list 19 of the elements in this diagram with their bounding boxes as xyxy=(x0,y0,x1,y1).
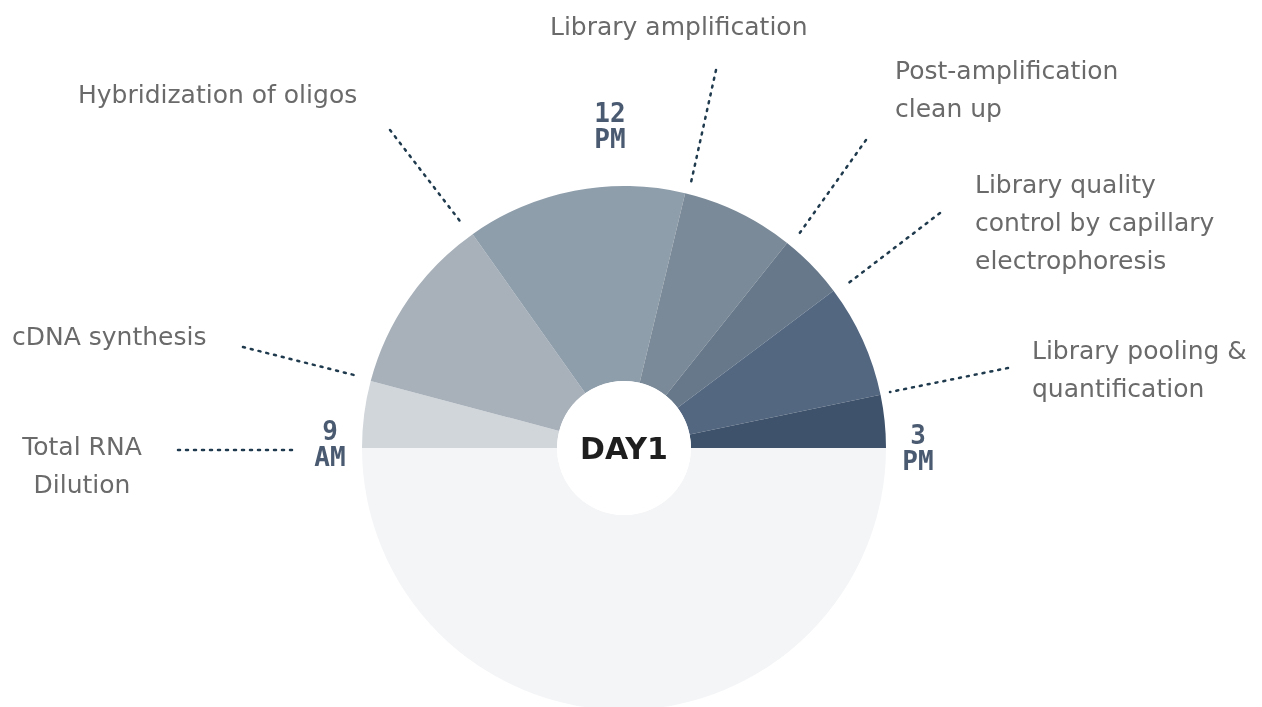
step-label: cDNA synthesis xyxy=(12,318,242,356)
timeline-wedge xyxy=(362,381,560,448)
step-label: Total RNA Dilution xyxy=(12,428,152,504)
step-label: Library quality control by capillary electrophoresis xyxy=(975,166,1245,280)
clock-time-label: 3 PM xyxy=(901,422,935,474)
step-label: Hybridization of oligos xyxy=(78,76,398,114)
timeline-wedge xyxy=(472,186,686,394)
timeline-wedge xyxy=(370,234,586,431)
timeline-wedge xyxy=(639,193,788,396)
clock-time-label: 12 PM xyxy=(593,100,627,152)
timeline-wedge xyxy=(689,394,886,448)
timeline-wedge xyxy=(677,290,881,435)
step-label: Post-amplification clean up xyxy=(895,52,1155,128)
timeline-wedge xyxy=(665,242,834,408)
clock-time-label: 9 AM xyxy=(313,418,347,470)
leader-line xyxy=(797,138,868,236)
step-label: Library pooling & quantification xyxy=(1032,332,1262,408)
leader-line xyxy=(888,366,1010,394)
step-label: Library amplification xyxy=(550,8,840,46)
